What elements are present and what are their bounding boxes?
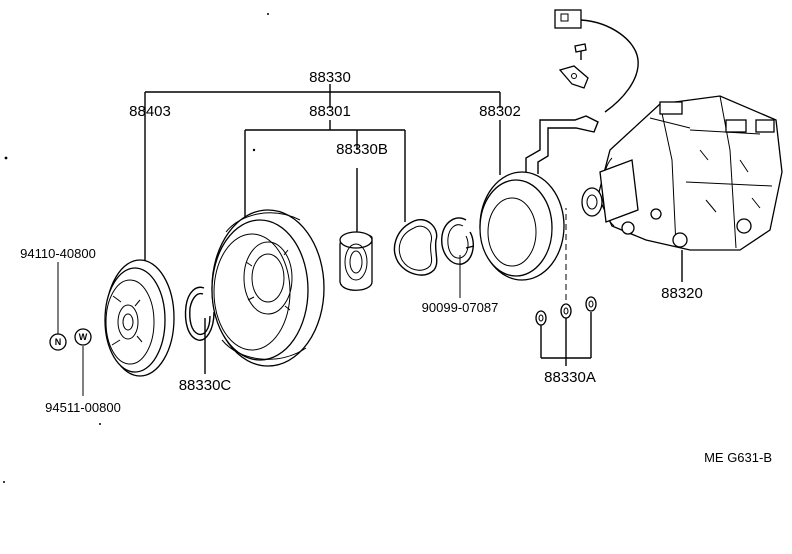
print-specks	[3, 13, 269, 483]
label-snap-ring-hub: 88330C	[179, 377, 232, 394]
label-shims: 88330A	[544, 369, 596, 386]
bearing	[339, 231, 373, 291]
pulley	[211, 209, 325, 367]
compressor-body	[581, 95, 783, 251]
svg-text:N: N	[55, 337, 62, 347]
wire-connector	[554, 9, 639, 113]
svg-text:W: W	[79, 332, 88, 342]
label-snap-ring-stator: 90099-07087	[422, 300, 499, 315]
bolt-icon	[574, 43, 587, 60]
snap-ring-hub	[184, 286, 215, 341]
label-compressor: 88320	[661, 285, 703, 302]
label-clutch-hub: 88403	[129, 103, 171, 120]
label-bearing: 88330B	[336, 141, 388, 158]
nut-icon: N	[49, 333, 67, 351]
washer-icon: W	[74, 328, 92, 346]
label-pulley: 88301	[309, 103, 351, 120]
leader-lines	[57, 84, 683, 396]
label-nut: 94110-40800	[20, 246, 96, 261]
label-washer: 94511-00800	[45, 400, 121, 415]
stator-coil	[479, 115, 599, 281]
label-assembly: 88330	[309, 69, 351, 86]
label-stator: 88302	[479, 103, 521, 120]
bearing-snap-ring	[393, 219, 438, 276]
shim-washers	[535, 296, 597, 326]
clutch-hub-plate	[104, 259, 175, 377]
snap-ring-stator	[441, 217, 475, 265]
wire-bracket	[558, 65, 589, 89]
part-labels: 88330 88403 88301 88330B 88302 94110-408…	[20, 69, 772, 465]
diagram-id: ME G631-B	[704, 450, 772, 465]
